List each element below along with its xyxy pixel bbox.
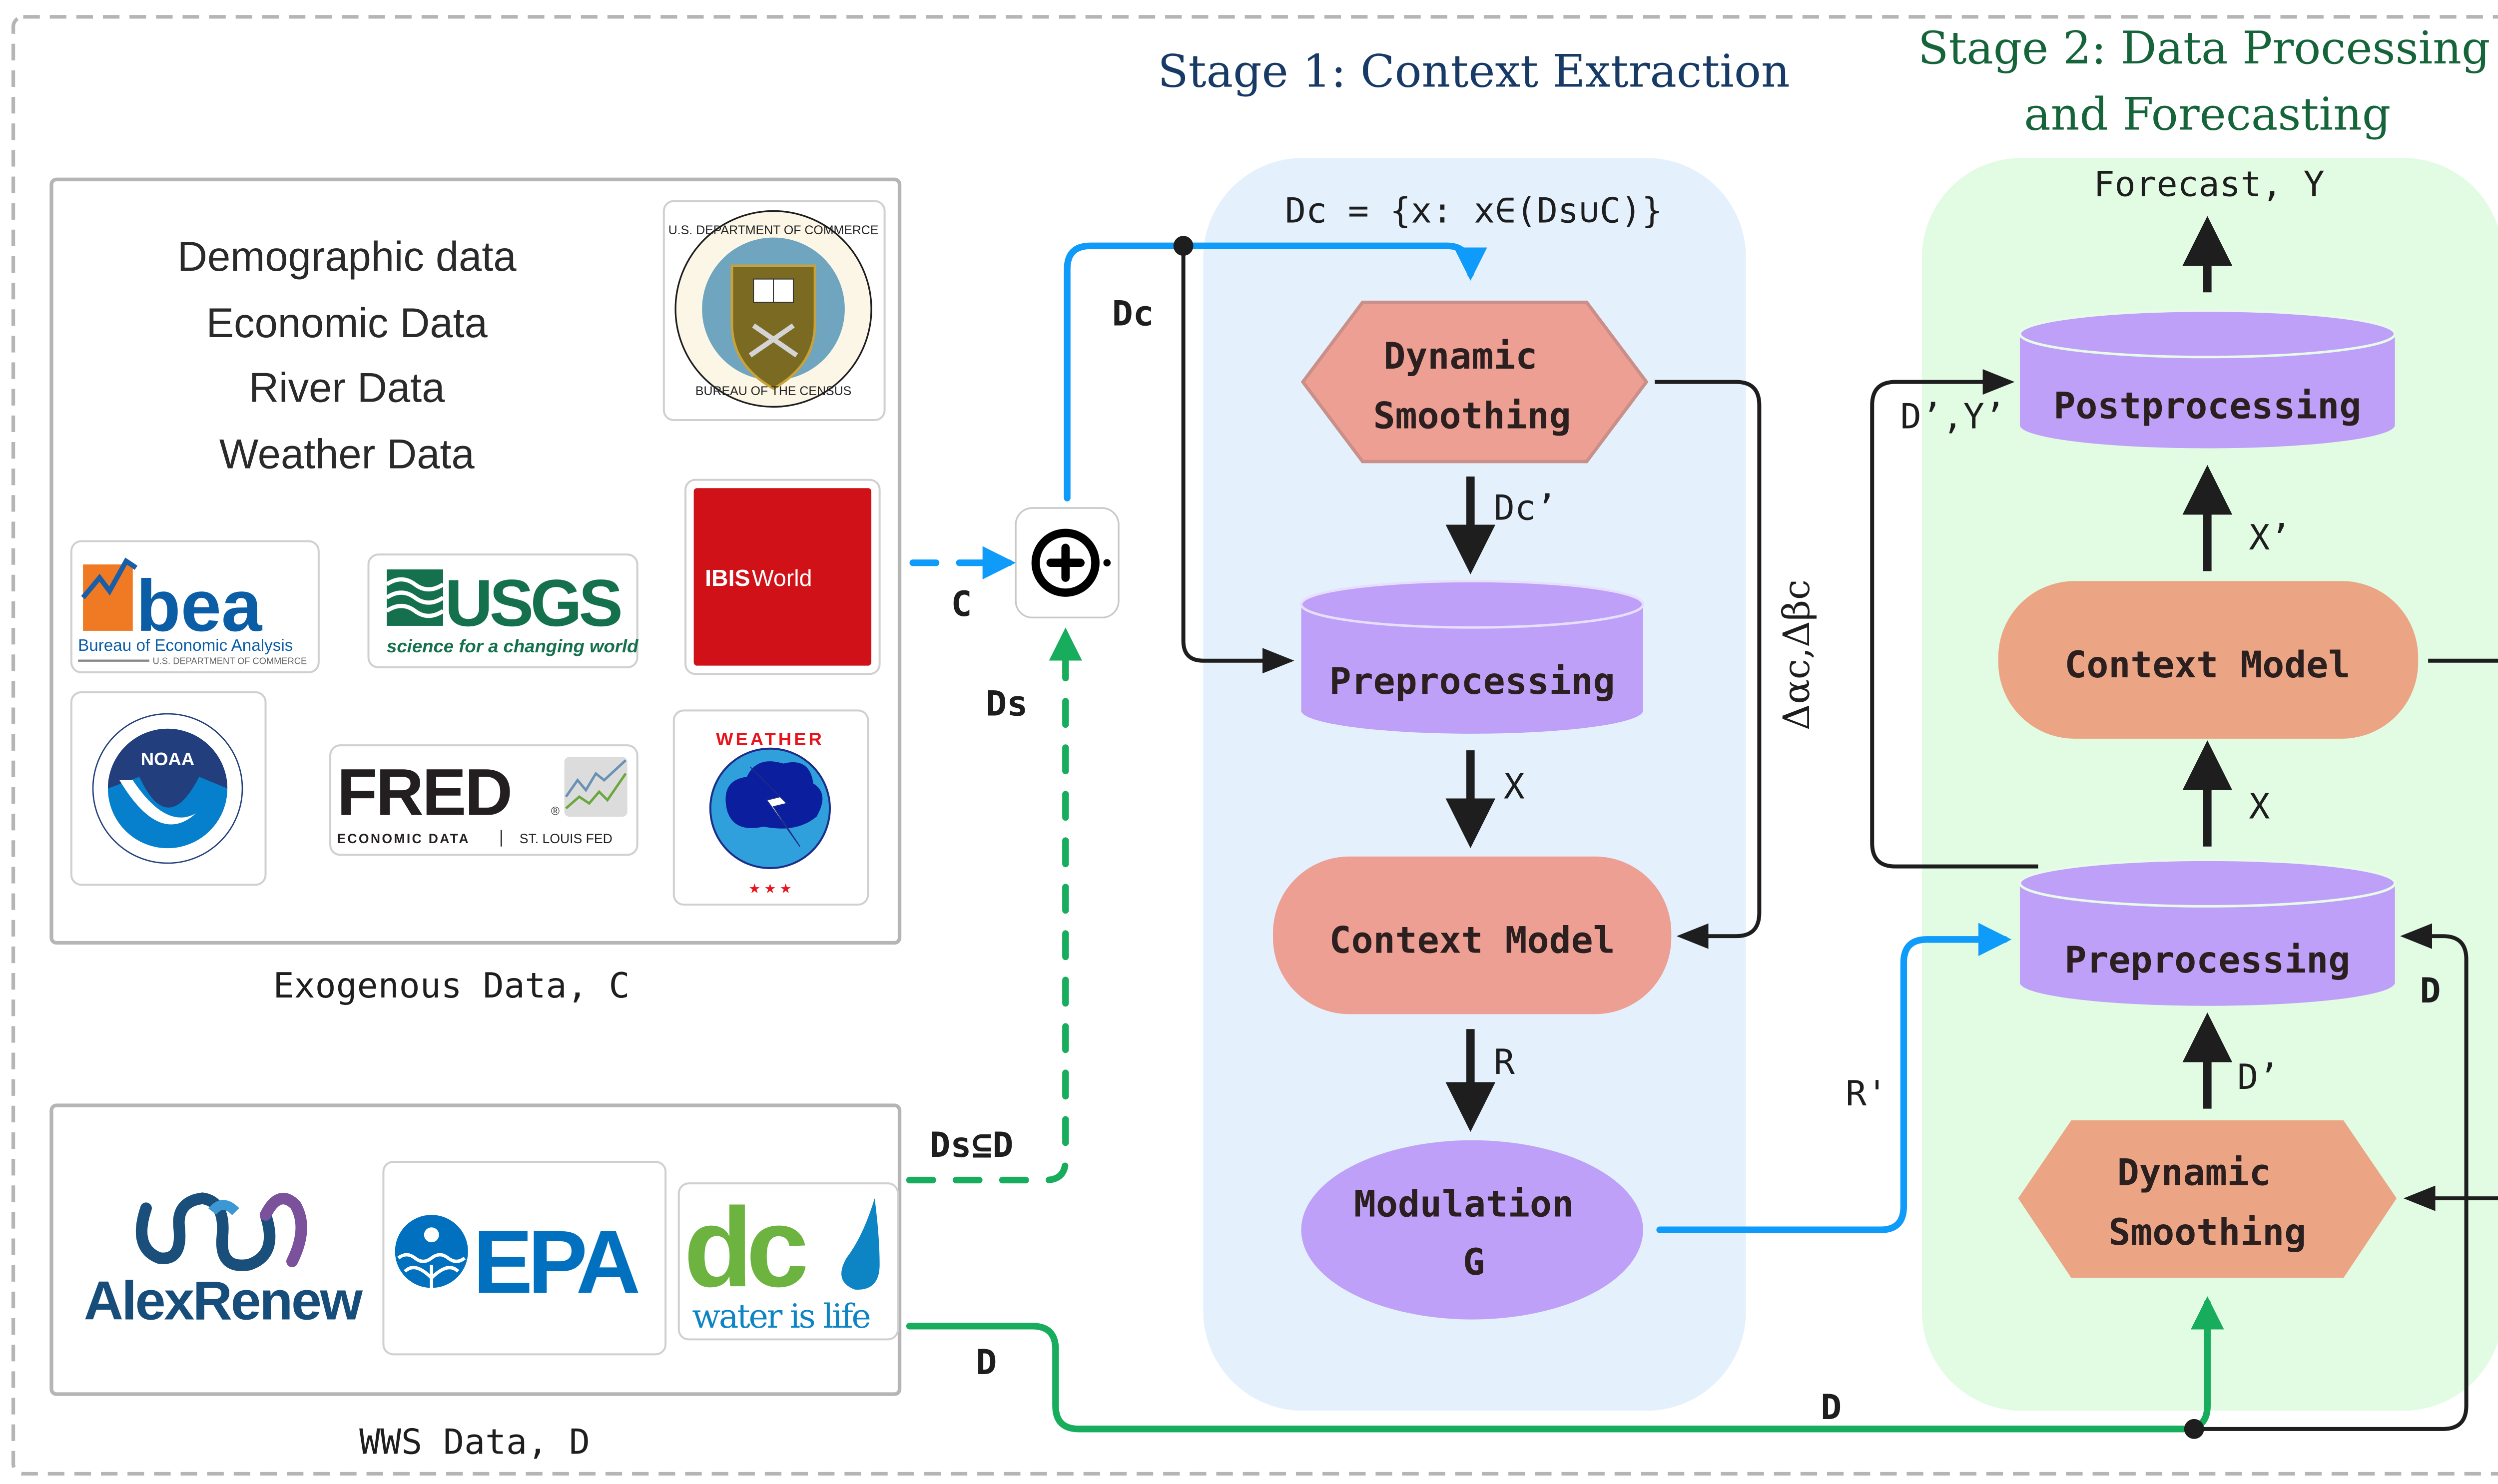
flow-d-to-preprocessing — [2194, 923, 2469, 1431]
flow-dc — [1064, 242, 1487, 501]
stage1-preprocessing: Preprocessing — [1299, 579, 1645, 734]
label-r-prime: R' — [1846, 1073, 1887, 1114]
svg-text:Dynamic: Dynamic — [2117, 1151, 2271, 1194]
stage1-dynamic-smoothing: Dynamic Smoothing — [1300, 300, 1649, 464]
stage2-context-model: Context Model — [1998, 581, 2419, 739]
label-dc-left: Dc — [1112, 294, 1154, 334]
label-dc-definition: Dc = {x: x∈(Ds∪C)} — [1285, 191, 1663, 231]
fred-sub-right: ST. LOUIS FED — [520, 831, 613, 846]
svg-text:Postprocessing: Postprocessing — [2053, 385, 2361, 428]
stage2-postprocessing: Postprocessing — [2018, 309, 2397, 449]
bea-wordmark: bea — [136, 565, 263, 646]
bea-name: Bureau of Economic Analysis — [78, 636, 293, 655]
label-ds: Ds — [986, 683, 1028, 724]
svg-text:G: G — [1463, 1241, 1485, 1284]
combiner-dot — [1103, 559, 1111, 567]
flow-dy-prime — [1870, 369, 2038, 869]
ibisworld-logo: IBIS World — [684, 479, 881, 675]
svg-text:Context Model: Context Model — [2064, 644, 2350, 686]
dcwater-tagline: water is life — [692, 1297, 870, 1336]
label-x-stage2: X — [2249, 786, 2270, 827]
label-d-bottom: D — [1821, 1387, 1842, 1428]
label-d-wws: D — [976, 1342, 997, 1383]
svg-text:Preprocessing: Preprocessing — [1329, 660, 1615, 703]
fred-logo: FRED ® ECONOMIC DATA ST. LOUIS FED — [329, 744, 638, 856]
stage2-dynamic-smoothing: Dynamic Smoothing — [2018, 1120, 2397, 1278]
label-x-prime: X’ — [2249, 517, 2291, 558]
flow-delta-c — [1655, 380, 1762, 949]
flow-dc-to-preprocessing — [1181, 246, 1294, 674]
dcwater-wordmark: dc — [684, 1184, 806, 1310]
exogenous-data-box: Demographic data Economic Data River Dat… — [49, 177, 902, 945]
usgs-wordmark: USGS — [445, 566, 621, 640]
flow-r-prime — [1656, 923, 2012, 1233]
wws-caption: WWS Data, D — [359, 1422, 590, 1463]
census-ring-top: U.S. DEPARTMENT OF COMMERCE — [668, 223, 879, 237]
label-dc-prime: Dc’ — [1494, 488, 1557, 528]
flow-ds — [906, 627, 1082, 1184]
fred-wordmark: FRED — [337, 756, 511, 830]
wws-data-box: AlexRenew EPA dc water is life — [49, 1103, 902, 1396]
bea-sub: U.S. DEPARTMENT OF COMMERCE — [153, 655, 307, 666]
label-c: C — [951, 584, 972, 624]
stage1-title: Stage 1: Context Extraction — [1158, 45, 1790, 97]
fred-sub-left: ECONOMIC DATA — [337, 831, 470, 846]
nws-ring-top: WEATHER — [716, 729, 824, 749]
svg-text:Smoothing: Smoothing — [1373, 395, 1571, 438]
svg-text:Context Model: Context Model — [1329, 919, 1615, 962]
usgs-tagline: science for a changing world — [387, 636, 638, 656]
category-river: River Data — [249, 364, 445, 411]
nws-logo: WEATHER ★ ★ ★ — [672, 709, 869, 906]
stage1-modulation: Modulation G — [1301, 1140, 1643, 1320]
label-d-right: D — [2420, 971, 2441, 1011]
category-weather: Weather Data — [219, 431, 475, 477]
label-dy-prime: D’,Y’ — [1900, 397, 2005, 437]
stage1-context-model: Context Model — [1273, 856, 1672, 1014]
stage2-title-line2: and Forecasting — [2024, 89, 2391, 141]
stage2-preprocessing: Preprocessing — [2018, 858, 2397, 1006]
combiner-node — [1015, 507, 1120, 619]
bea-logo: bea Bureau of Economic Analysis U.S. DEP… — [70, 540, 320, 673]
census-bureau-logo: U.S. DEPARTMENT OF COMMERCE BUREAU OF TH… — [662, 200, 886, 422]
label-forecast: Forecast, Y — [2094, 164, 2325, 205]
category-economic: Economic Data — [206, 300, 488, 346]
epa-logo: EPA — [382, 1160, 667, 1356]
label-r: R — [1494, 1042, 1515, 1082]
epa-wordmark: EPA — [473, 1212, 638, 1312]
category-demographic: Demographic data — [177, 233, 517, 280]
dc-water-logo: dc water is life — [677, 1182, 899, 1341]
svg-text:Dynamic: Dynamic — [1383, 335, 1537, 378]
stage2-title-line1: Stage 2: Data Processing — [1918, 22, 2491, 74]
label-d-prime: D’ — [2237, 1057, 2279, 1097]
svg-text:Preprocessing: Preprocessing — [2064, 939, 2350, 982]
census-ring-bottom: BUREAU OF THE CENSUS — [695, 384, 851, 398]
label-x-stage1: X — [1504, 766, 1525, 807]
flow-d — [906, 1296, 2224, 1433]
usgs-logo: USGS science for a changing world — [367, 553, 638, 669]
exogenous-caption: Exogenous Data, C — [273, 966, 630, 1006]
ibis-light: World — [752, 565, 812, 591]
alexrenew-wordmark: AlexRenew — [84, 1271, 363, 1332]
alexrenew-logo: AlexRenew — [84, 1192, 365, 1332]
ibis-bold: IBIS — [705, 565, 750, 591]
label-ds-subset: Ds⊆D — [929, 1125, 1013, 1165]
label-delta-c: Δαc,Δβc — [1776, 579, 1818, 730]
noaa-logo: NOAA — [70, 691, 267, 886]
fred-reg: ® — [551, 805, 560, 818]
noaa-wordmark: NOAA — [141, 749, 195, 769]
outer-frame — [11, 15, 2498, 1476]
svg-text:Smoothing: Smoothing — [2108, 1211, 2306, 1254]
nws-stars: ★ ★ ★ — [748, 881, 791, 896]
svg-text:Modulation: Modulation — [1354, 1183, 1574, 1226]
